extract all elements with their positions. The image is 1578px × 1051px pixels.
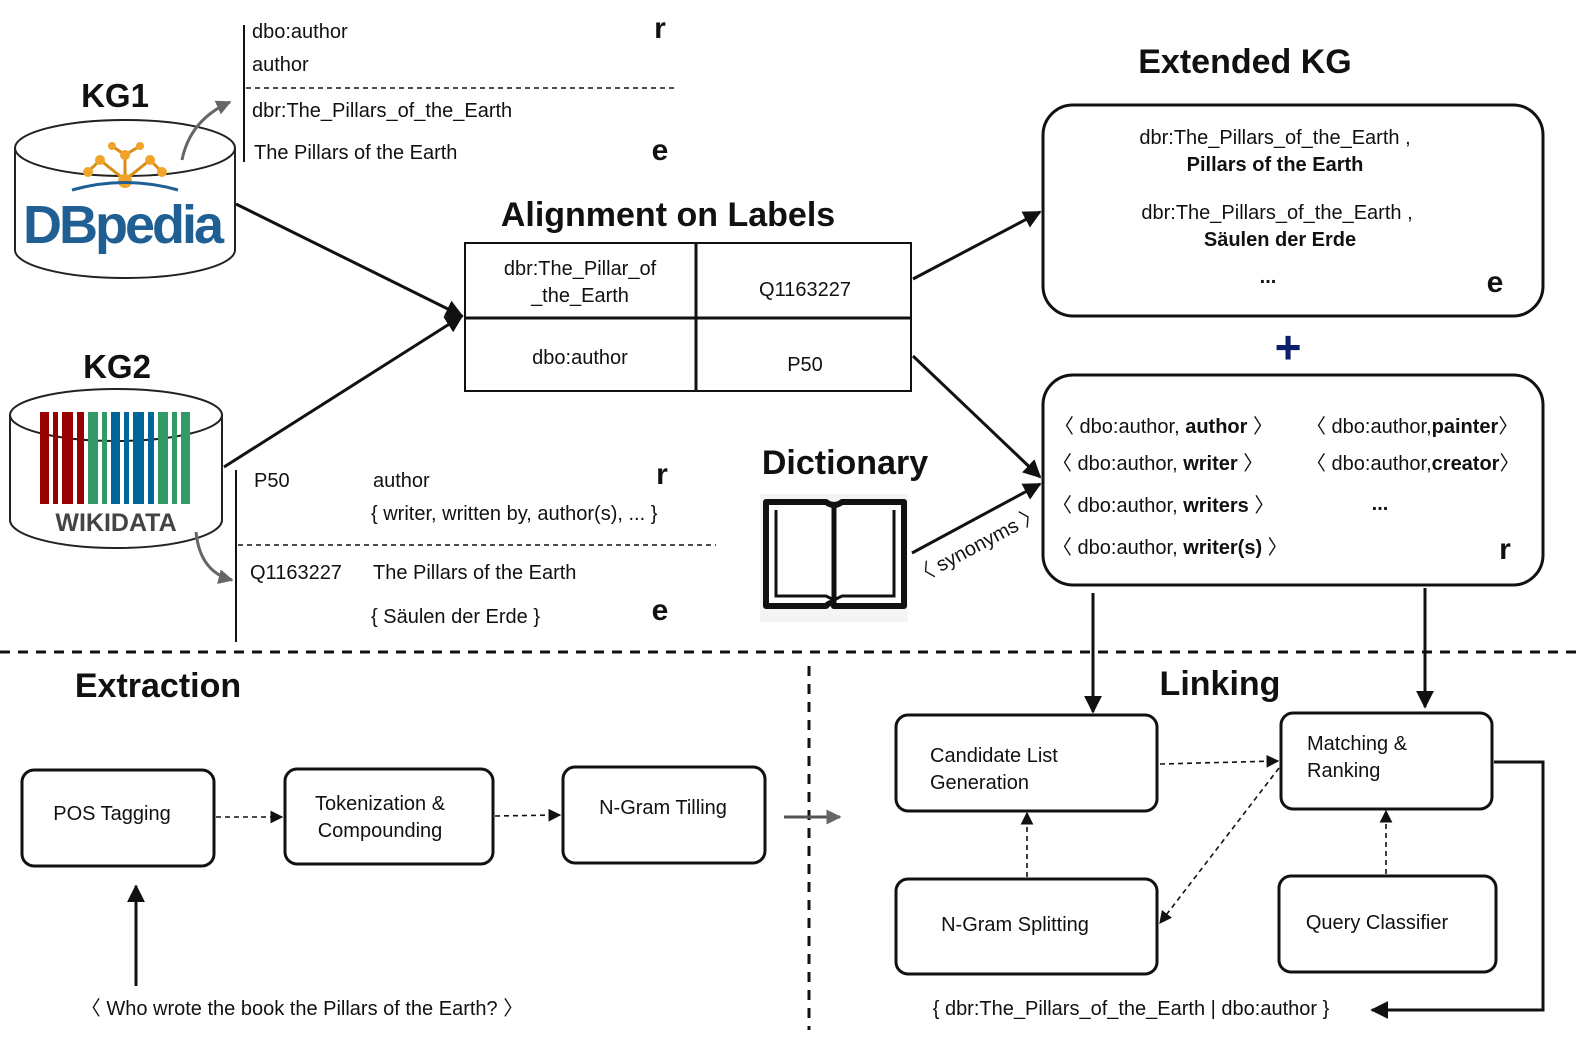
text-line: Compounding: [318, 820, 443, 842]
extended-entity-label-1: Pillars of the Earth: [1187, 154, 1364, 176]
query-classifier-label: Query Classifier: [1306, 912, 1449, 934]
alignment-to-relations-arrow: [911, 354, 1042, 479]
wikidata-logo-icon: WIKIDATA: [9, 388, 223, 549]
kg1-to-alignment-arrow: [235, 202, 464, 318]
text-line: Ranking: [1307, 760, 1380, 782]
pos-tagging-label: POS Tagging: [53, 803, 171, 825]
kg1-relation-label: author: [252, 54, 309, 76]
alignment-cell-entity-kg2: Q1163227: [759, 279, 851, 301]
tokenization-box: Tokenization & Compounding: [283, 767, 495, 866]
kg1-r-tag: r: [654, 12, 666, 45]
tokenization-label: Tokenization & Compounding: [315, 793, 446, 842]
dictionary-to-relations-arrow: [911, 482, 1042, 555]
alignment-table: dbr:The_Pillar_of _the_Earth Q1163227 dbo…: [464, 242, 912, 392]
kg2-detail-arrow: [194, 531, 234, 584]
text-line: Matching &: [1307, 733, 1408, 755]
alignment-cell-entity-kg1: dbr:The_Pillar_of _the_Earth: [504, 258, 657, 307]
kg2-relation-label: author: [373, 470, 430, 492]
kg2-entity-aliases: { Säulen der Erde }: [371, 606, 540, 628]
text-line: Generation: [930, 772, 1029, 794]
extended-relation-7: 〈 dbo:author, writer(s) 〉: [1052, 537, 1288, 559]
ngram-tilling-label: N-Gram Tilling: [599, 797, 727, 819]
extended-relation-2: 〈 dbo:author,painter〉: [1306, 416, 1518, 438]
extended-relation-4: 〈 dbo:author,creator〉: [1306, 453, 1519, 475]
query-classifier-box: Query Classifier: [1277, 874, 1498, 974]
extended-entity-uri-2: dbr:The_Pillars_of_the_Earth ,: [1141, 202, 1412, 224]
text-line: _the_Earth: [530, 285, 629, 307]
matching-to-result-arrow: [1370, 760, 1545, 1019]
dbpedia-logo-text: DBpedia: [23, 195, 225, 255]
alignment-cell-relation-kg2: P50: [787, 354, 823, 376]
extended-entity-more: ...: [1260, 266, 1277, 288]
extraction-title: Extraction: [75, 667, 241, 705]
extended-relations-box: 〈 dbo:author, author 〉 〈 dbo:author,pain…: [1041, 373, 1545, 587]
ngram-tilling-box: N-Gram Tilling: [561, 765, 767, 865]
extended-e-tag: e: [1487, 266, 1504, 299]
kg2-title: KG2: [83, 348, 151, 385]
kg2-relation-aliases: { writer, written by, author(s), ... }: [371, 503, 658, 525]
kg2-entity-id: Q1163227: [250, 562, 342, 584]
kg1-e-tag: e: [652, 134, 669, 167]
matching-to-splitting-arrow: [1159, 767, 1280, 925]
kg2-to-alignment-arrow: [223, 314, 464, 469]
kg1-entity-label: The Pillars of the Earth: [254, 142, 457, 164]
kg2-r-tag: r: [656, 458, 668, 491]
kg1-detail-arrow: [180, 100, 232, 161]
alignment-to-entities-arrow: [912, 210, 1042, 281]
alignment-cell-relation-kg1: dbo:author: [532, 347, 628, 369]
extended-r-tag: r: [1499, 533, 1511, 566]
ngram-splitting-label: N-Gram Splitting: [941, 914, 1089, 936]
candidate-to-matching-arrow: [1159, 754, 1280, 768]
extended-relation-1: 〈 dbo:author, author 〉: [1054, 416, 1273, 438]
extended-entities-box: dbr:The_Pillars_of_the_Earth , Pillars o…: [1041, 103, 1545, 318]
kg2-e-tag: e: [652, 594, 669, 627]
kg1-title: KG1: [81, 77, 149, 114]
extended-entity-label-2: Säulen der Erde: [1204, 229, 1356, 251]
matching-ranking-label: Matching & Ranking: [1307, 733, 1408, 782]
dictionary-title: Dictionary: [762, 444, 928, 482]
linking-result: { dbr:The_Pillars_of_the_Earth | dbo:aut…: [933, 998, 1330, 1020]
text-line: Tokenization &: [315, 793, 446, 815]
kg1-relation-uri: dbo:author: [252, 21, 348, 43]
token-to-ngram-arrow: [494, 808, 562, 822]
kg2-entity-label: The Pillars of the Earth: [373, 562, 576, 584]
dbpedia-logo-icon: DBpedia: [14, 119, 236, 279]
extended-relation-5: 〈 dbo:author, writers 〉: [1052, 495, 1274, 517]
extended-relation-more: ...: [1372, 493, 1389, 515]
ngram-splitting-box: N-Gram Splitting: [894, 877, 1159, 976]
text-line: dbr:The_Pillar_of: [504, 258, 657, 280]
extended-relation-3: 〈 dbo:author, writer 〉: [1052, 453, 1263, 475]
matching-ranking-box: Matching & Ranking: [1279, 711, 1494, 811]
kg1-entity-uri: dbr:The_Pillars_of_the_Earth: [252, 100, 512, 122]
synonyms-edge-label: 〈 synonyms 〉: [910, 503, 1045, 589]
kg2-relation-id: P50: [254, 470, 290, 492]
alignment-title: Alignment on Labels: [501, 196, 835, 234]
open-book-icon: [760, 494, 908, 622]
plus-icon: +: [1275, 321, 1302, 373]
input-query: 〈 Who wrote the book the Pillars of the …: [81, 998, 523, 1020]
pos-tagging-box: POS Tagging: [20, 768, 216, 868]
extended-entity-uri-1: dbr:The_Pillars_of_the_Earth ,: [1139, 127, 1410, 149]
wikidata-logo-text: WIKIDATA: [55, 509, 176, 537]
extended-kg-title: Extended KG: [1138, 43, 1351, 81]
linking-title: Linking: [1160, 665, 1281, 703]
text-line: Candidate List: [930, 745, 1058, 767]
